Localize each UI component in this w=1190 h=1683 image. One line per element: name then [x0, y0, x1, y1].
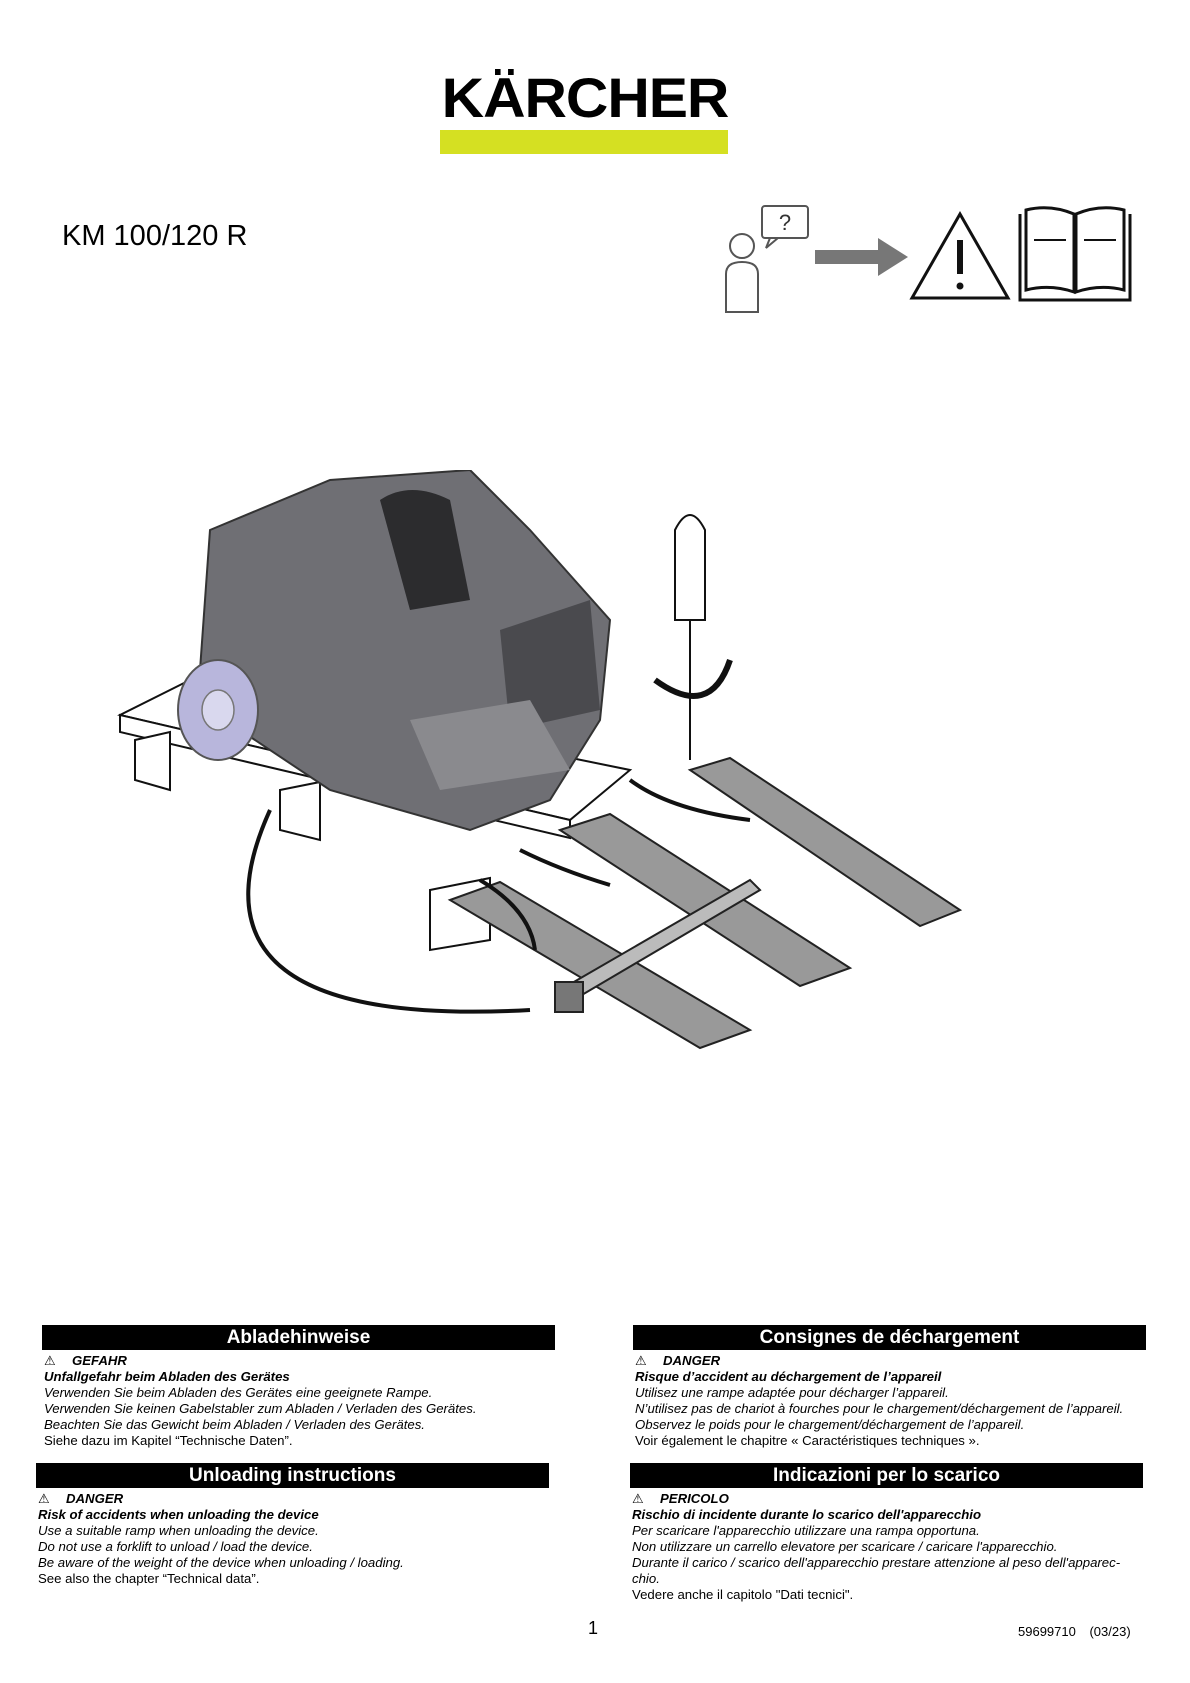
- curved-arrows-illustration: [246, 778, 751, 1014]
- brand-bar: [440, 130, 728, 154]
- model-title: KM 100/120 R: [62, 220, 248, 252]
- section-fr-line: Utilisez une rampe adaptée pour décharge…: [635, 1385, 949, 1400]
- section-fr: Consignes de déchargement ⚠DANGER Risque…: [633, 1325, 1146, 1449]
- page-number: 1: [588, 1618, 599, 1638]
- section-en-line: Be aware of the weight of the device whe…: [38, 1555, 404, 1570]
- warning-triangle-icon: [909, 210, 1011, 300]
- section-fr-title: Consignes de déchargement: [633, 1325, 1146, 1350]
- section-de-risk: Unfallgefahr beim Abladen des Gerätes: [44, 1369, 290, 1384]
- section-de-line: Beachten Sie das Gewicht beim Abladen / …: [44, 1417, 425, 1432]
- warning-icon: ⚠: [38, 1491, 50, 1506]
- section-de-line: Verwenden Sie keinen Gabelstabler zum Ab…: [44, 1401, 477, 1416]
- section-it: Indicazioni per lo scarico ⚠PERICOLO Ris…: [630, 1463, 1143, 1603]
- section-en-warning: ⚠DANGER: [38, 1491, 124, 1506]
- document-number: 59699710: [1018, 1624, 1076, 1639]
- section-en-title: Unloading instructions: [36, 1463, 549, 1488]
- brand-name: KÄRCHER: [441, 66, 730, 129]
- person-question-icon: ?: [725, 205, 809, 313]
- section-it-see-also: Vedere anche il capitolo "Dati tecnici".: [632, 1587, 854, 1602]
- section-en: Unloading instructions ⚠DANGER Risk of a…: [36, 1463, 549, 1587]
- manual-book-icon: [1018, 206, 1132, 302]
- brand-logo: KÄRCHER: [440, 68, 730, 154]
- read-manual-pictograms: ?: [725, 205, 1132, 313]
- section-de-warning: ⚠GEFAHR: [44, 1353, 127, 1368]
- sweeper-machine-illustration: [177, 470, 612, 832]
- section-en-line: Do not use a forklift to unload / load t…: [38, 1539, 313, 1554]
- section-fr-line: Observez le poids pour le chargement/déc…: [635, 1417, 1025, 1432]
- arrow-right-icon: [815, 238, 908, 276]
- section-en-line: Use a suitable ramp when unloading the d…: [38, 1523, 319, 1538]
- warning-icon: ⚠: [635, 1353, 647, 1368]
- section-fr-line: N’utilisez pas de chariot à fourches pou…: [635, 1401, 1124, 1416]
- section-it-line: Non utilizzare un carrello elevatore per…: [632, 1539, 1058, 1554]
- section-de: Abladehinweise ⚠GEFAHR Unfallgefahr beim…: [42, 1325, 555, 1449]
- section-de-line: Verwenden Sie beim Abladen des Gerätes e…: [44, 1385, 433, 1400]
- section-it-line: Per scaricare l'apparecchio utilizzare u…: [632, 1523, 980, 1538]
- document-date: (03/23): [1089, 1624, 1131, 1639]
- warning-icon: ⚠: [632, 1491, 644, 1506]
- warning-icon: ⚠: [44, 1353, 56, 1368]
- section-fr-see-also: Voir également le chapitre « Caractérist…: [635, 1433, 980, 1448]
- section-en-see-also: See also the chapter “Technical data”.: [38, 1571, 260, 1586]
- document-id: 59699710 (03/23): [1018, 1624, 1131, 1639]
- section-it-line: Durante il carico / scarico dell'apparec…: [632, 1555, 1121, 1586]
- section-fr-risk: Risque d’accident au déchargement de l’a…: [635, 1369, 942, 1384]
- unloading-illustration: [117, 470, 963, 1050]
- section-de-title: Abladehinweise: [42, 1325, 555, 1350]
- section-de-see-also: Siehe dazu im Kapitel “Technische Daten”…: [44, 1433, 293, 1448]
- screwdriver-illustration: [653, 514, 733, 760]
- svg-text:?: ?: [779, 210, 791, 235]
- section-en-risk: Risk of accidents when unloading the dev…: [38, 1507, 319, 1522]
- section-fr-warning: ⚠DANGER: [635, 1353, 721, 1368]
- section-it-risk: Rischio di incidente durante lo scarico …: [632, 1507, 982, 1522]
- section-it-title: Indicazioni per lo scarico: [630, 1463, 1143, 1488]
- section-it-warning: ⚠PERICOLO: [632, 1491, 729, 1506]
